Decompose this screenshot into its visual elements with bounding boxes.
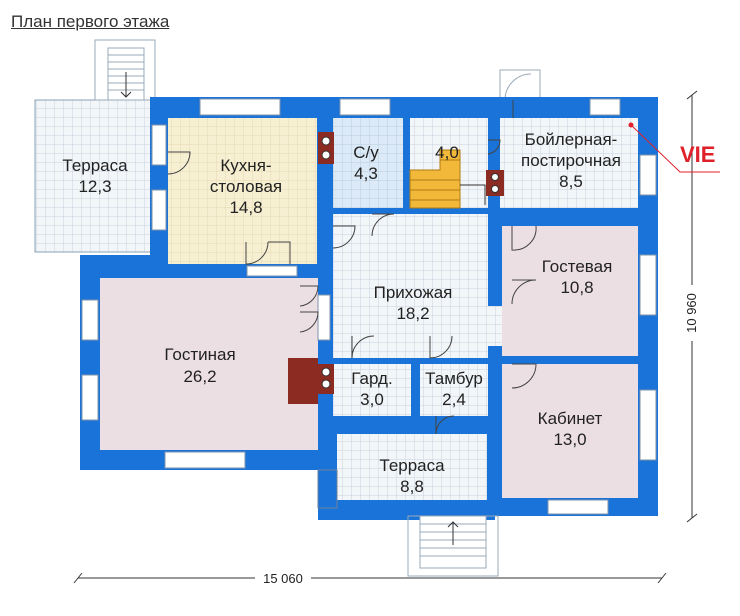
vie-logo: VIE [628,122,720,173]
logo-text: VIE [680,142,715,167]
room-labels: Терраса 12,3 Кухня- столовая 14,8 С/у 4,… [62,130,621,496]
stair-bottom [407,515,499,577]
label-bathroom-name: С/у [353,143,379,162]
terrace-left-area [34,99,154,253]
label-kitchen-line1: Кухня- [220,156,271,175]
label-kitchen-line2: столовая [210,177,282,196]
label-boiler-line2: постирочная [521,151,621,170]
label-terrace-bottom-name: Терраса [379,456,445,475]
stairs [409,149,486,209]
label-terrace-left-name: Терраса [62,156,128,175]
room-hall [333,214,548,358]
label-hall-name: Прихожая [374,283,453,302]
room-living [100,278,318,450]
room-bathroom [333,118,403,208]
label-vestibule-area: 2,4 [442,390,466,409]
page-title: План первого этажа [11,12,170,31]
label-wardrobe-name: Гард. [351,369,392,388]
label-guest-area: 10,8 [560,278,593,297]
label-terrace-bottom-area: 8,8 [400,477,424,496]
fireplace [288,358,334,404]
windows [81,98,657,515]
room-boiler [500,118,638,208]
label-terrace-left-area: 12,3 [78,177,111,196]
label-boiler-line1: Бойлерная- [525,130,618,149]
dimension-depth-label: 10 960 [684,293,699,333]
label-guest-name: Гостевая [542,257,613,276]
label-boiler-area: 8,5 [559,172,583,191]
label-vestibule-name: Тамбур [425,369,483,388]
chimney-kitchen [318,132,334,164]
room-terrace-bottom [337,434,487,500]
label-stair-hall-area: 4,0 [435,143,459,162]
room-study [502,364,638,498]
porch-top [499,69,541,101]
label-living-name: Гостиная [164,345,235,364]
dimension-width-label: 15 060 [263,571,303,586]
label-hall-area: 18,2 [396,304,429,323]
room-vestibule [420,364,488,416]
label-study-name: Кабинет [538,409,603,428]
chimney-boiler [486,170,504,196]
label-wardrobe-area: 3,0 [360,390,384,409]
room-kitchen [168,118,317,264]
stair-top-left [94,39,156,101]
label-kitchen-area: 14,8 [229,198,262,217]
label-living-area: 26,2 [183,367,216,386]
dimension-width [73,572,667,584]
doors [167,100,537,435]
label-bathroom-area: 4,3 [354,164,378,183]
room-wardrobe [333,364,411,416]
label-study-area: 13,0 [553,430,586,449]
